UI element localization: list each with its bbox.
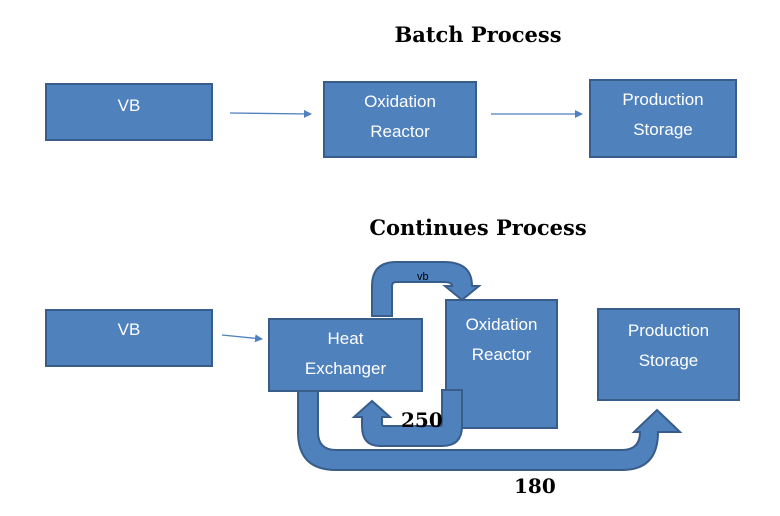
batch-process-title: Batch Process <box>394 22 562 47</box>
continuous-heat-exchanger-box: Heat Exchanger <box>268 318 423 392</box>
batch-vb-label: VB <box>117 96 141 115</box>
bypass-value-label: 180 <box>514 474 556 498</box>
vb-feed-u-arrow <box>371 261 482 317</box>
batch-reactor-label-line2: Reactor <box>370 122 430 141</box>
continuous-arrow-vb-to-exchanger <box>221 334 263 343</box>
bypass-u-arrow <box>297 387 683 471</box>
vb-flow-label: vb <box>417 271 429 283</box>
continuous-reactor-label-line2: Reactor <box>471 345 532 364</box>
exchanger-label-line2: Exchanger <box>304 359 387 378</box>
recycle-u-arrow <box>351 389 463 447</box>
continuous-production-storage-box: Production Storage <box>597 308 740 401</box>
continuous-process-title: Continues Process <box>369 215 587 240</box>
exchanger-label-line1: Heat <box>327 329 364 348</box>
continuous-storage-label-line2: Storage <box>638 351 699 370</box>
batch-storage-label-line1: Production <box>622 90 704 109</box>
batch-storage-label-line2: Storage <box>633 120 693 139</box>
continuous-oxidation-reactor-box: Oxidation Reactor <box>445 299 558 429</box>
batch-arrow-vb-to-reactor <box>229 109 312 118</box>
batch-oxidation-reactor-box: Oxidation Reactor <box>323 81 477 158</box>
continuous-storage-label-line1: Production <box>627 321 710 340</box>
continuous-vb-label: VB <box>117 320 141 339</box>
recycle-value-label: 250 <box>401 408 443 432</box>
batch-production-storage-box: Production Storage <box>589 79 737 158</box>
continuous-vb-box: VB <box>45 309 213 367</box>
continuous-reactor-label-line1: Oxidation <box>465 315 538 334</box>
batch-vb-box: VB <box>45 83 213 141</box>
batch-reactor-label-line1: Oxidation <box>364 92 436 111</box>
